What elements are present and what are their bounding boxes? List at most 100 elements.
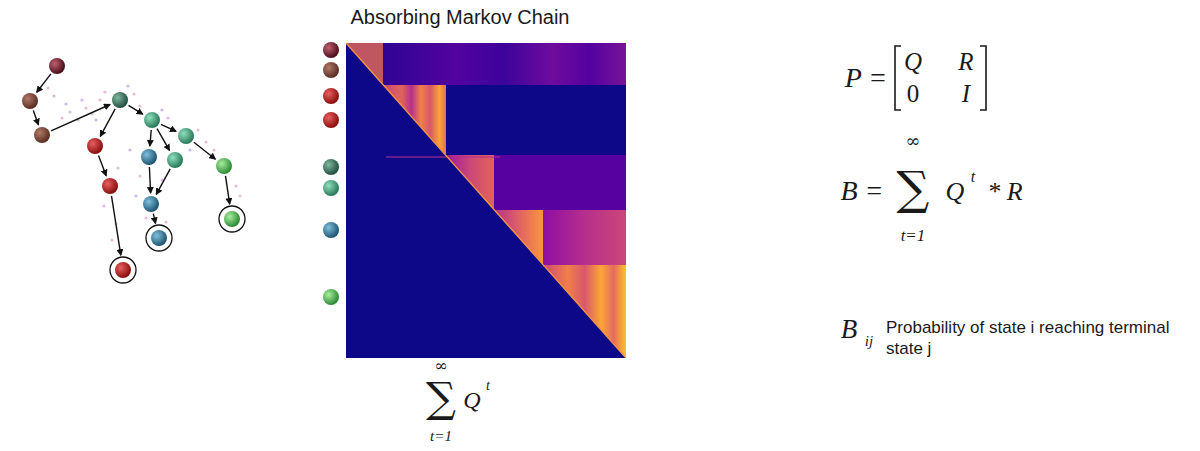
exponent: t bbox=[971, 168, 975, 186]
transition-arrow bbox=[112, 196, 121, 255]
equation-symbol: Q bbox=[946, 178, 965, 207]
terminal-ring bbox=[146, 225, 172, 251]
cell-dot bbox=[204, 140, 207, 143]
state-sphere bbox=[178, 128, 194, 144]
transition-arrow bbox=[149, 167, 150, 193]
sum-symbol: ∑ bbox=[897, 163, 930, 214]
cell-scatter bbox=[46, 86, 241, 241]
state-sphere bbox=[22, 93, 38, 109]
cell-dot bbox=[238, 194, 241, 197]
sum-limit: ∞ bbox=[906, 131, 921, 151]
sum-limit: ∞ bbox=[434, 357, 447, 375]
equation-symbol: * R bbox=[987, 178, 1022, 207]
cell-dot bbox=[196, 128, 199, 131]
row-marker bbox=[323, 159, 339, 175]
row-marker bbox=[323, 112, 339, 128]
transition-arrow bbox=[161, 124, 176, 131]
cell-dot bbox=[60, 116, 63, 119]
equation-symbol: P = bbox=[845, 63, 888, 94]
matrix-bracket bbox=[895, 46, 901, 110]
cell-dot bbox=[128, 148, 131, 151]
cell-dot bbox=[132, 92, 135, 95]
transition-arrow bbox=[157, 129, 170, 151]
cell-scatter bbox=[52, 84, 191, 197]
state-sphere bbox=[141, 149, 157, 165]
cell-dot bbox=[102, 204, 105, 207]
transition-arrow bbox=[226, 176, 230, 204]
cell-dot bbox=[110, 238, 113, 241]
transition-arrow bbox=[153, 214, 155, 224]
cell-dot bbox=[166, 116, 169, 119]
cell-dot bbox=[134, 194, 137, 197]
row-marker bbox=[323, 42, 339, 58]
state-sphere bbox=[216, 158, 232, 174]
heatmap-block bbox=[494, 155, 626, 210]
transition-arrow bbox=[51, 105, 110, 131]
row-marker bbox=[323, 180, 339, 196]
sum-limit: t=1 bbox=[430, 428, 452, 445]
cell-dot bbox=[84, 106, 87, 109]
cell-dot bbox=[126, 84, 129, 87]
transition-arrows bbox=[33, 74, 229, 255]
heatmap bbox=[346, 43, 626, 358]
transition-arrow bbox=[100, 109, 115, 137]
exponent: t bbox=[486, 378, 490, 393]
state-sphere bbox=[167, 152, 183, 168]
cell-dot bbox=[212, 148, 215, 151]
transition-arrow bbox=[156, 169, 170, 195]
heatmap-ground bbox=[346, 43, 626, 358]
cell-dot bbox=[103, 90, 106, 93]
cell-dot bbox=[116, 166, 119, 169]
equation-symbol: B = bbox=[841, 176, 884, 207]
cell-dot bbox=[64, 102, 67, 105]
cell-dot bbox=[234, 184, 237, 187]
subscript: ij bbox=[865, 333, 873, 350]
transition-arrow bbox=[99, 155, 107, 175]
state-sphere bbox=[49, 58, 65, 74]
matrix-bracket bbox=[980, 46, 986, 110]
terminal-sphere bbox=[151, 230, 167, 246]
sum-limit: t=1 bbox=[901, 227, 926, 246]
transition-arrow bbox=[37, 74, 51, 92]
transition-arrow bbox=[150, 130, 151, 146]
row-marker bbox=[323, 88, 339, 104]
matrix-entry: R bbox=[958, 48, 973, 76]
cell-dot bbox=[164, 220, 167, 223]
cell-dot bbox=[138, 174, 141, 177]
terminal-ring bbox=[219, 206, 245, 232]
cell-dot bbox=[160, 108, 163, 111]
cell-dot bbox=[52, 94, 55, 97]
state-sphere bbox=[143, 196, 159, 212]
equation-symbol: B bbox=[841, 315, 858, 345]
state-sphere bbox=[112, 92, 128, 108]
cell-dot bbox=[68, 110, 71, 113]
transition-arrow bbox=[33, 110, 38, 124]
equation-symbol: Q bbox=[463, 387, 480, 413]
matrix-entry: Q bbox=[904, 48, 922, 76]
cell-dot bbox=[46, 86, 49, 89]
heatmap-block bbox=[543, 210, 626, 265]
terminal-ring bbox=[110, 257, 136, 283]
row-markers bbox=[323, 42, 339, 305]
row-marker bbox=[323, 62, 339, 78]
heatmap-block bbox=[383, 43, 626, 85]
definition-note: Probability of state i reaching terminal… bbox=[886, 317, 1178, 360]
heatmap-diagonal bbox=[346, 43, 626, 358]
cell-dot bbox=[188, 148, 191, 151]
matrix-entry: I bbox=[962, 80, 970, 108]
chart-title: Absorbing Markov Chain bbox=[351, 6, 570, 28]
sum-symbol: ∑ bbox=[426, 375, 456, 421]
state-spheres bbox=[22, 58, 245, 283]
row-marker bbox=[323, 222, 339, 238]
cell-dot bbox=[98, 98, 101, 101]
transition-arrow bbox=[194, 142, 216, 159]
heatmap-stripe bbox=[386, 156, 500, 158]
state-sphere bbox=[87, 138, 103, 154]
transition-arrow bbox=[129, 105, 143, 114]
state-sphere bbox=[102, 178, 118, 194]
terminal-sphere bbox=[115, 262, 131, 278]
matrix-entry: 0 bbox=[907, 80, 920, 108]
terminal-sphere bbox=[224, 211, 240, 227]
cell-dot bbox=[80, 98, 83, 101]
